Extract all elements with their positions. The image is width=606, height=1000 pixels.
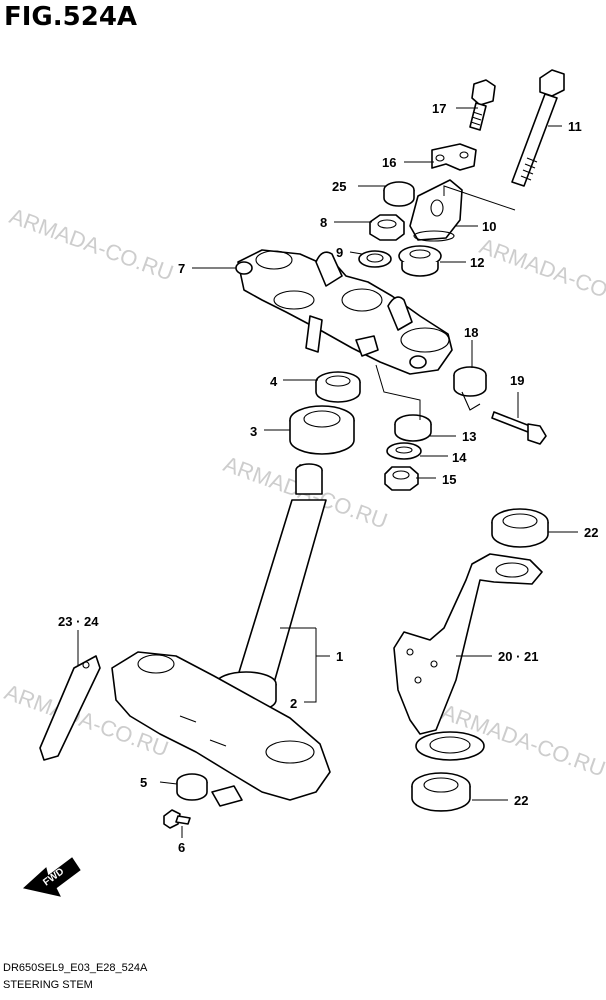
fwd-arrow: FWD — [22, 857, 81, 897]
callout-12: 12 — [470, 255, 484, 270]
callout-8: 8 — [320, 215, 327, 230]
cap-part — [383, 181, 415, 207]
callout-10: 10 — [482, 219, 496, 234]
callout-16: 16 — [382, 155, 396, 170]
small-bolt-part — [469, 79, 496, 131]
headlight-bracket-part — [393, 553, 543, 761]
long-bolt-part — [511, 69, 565, 187]
leader-lines — [77, 107, 578, 838]
washer-part — [358, 250, 392, 268]
callout-20-21: 20 · 21 — [498, 649, 538, 664]
grommet-part — [176, 773, 243, 807]
callout-22-lower: 22 — [514, 793, 528, 808]
footer: DR650SEL9_E03_E28_524A STEERING STEM — [3, 960, 147, 994]
callout-labels: 11 17 16 25 8 10 9 12 7 18 19 4 3 13 14 … — [58, 101, 598, 855]
figure-title: FIG.524A — [4, 2, 138, 32]
callout-7: 7 — [178, 261, 185, 276]
callout-18: 18 — [464, 325, 478, 340]
steering-stem-nut-part — [315, 371, 361, 403]
bearing-part — [289, 405, 355, 455]
watermark-text: ARMADA-CO.RU — [6, 203, 177, 285]
caption: STEERING STEM — [3, 979, 93, 991]
callout-13: 13 — [462, 429, 476, 444]
callout-25: 25 — [332, 179, 346, 194]
handlebar-clamp-upper-part — [431, 143, 477, 171]
callout-9: 9 — [336, 245, 343, 260]
callout-5: 5 — [140, 775, 147, 790]
grommet-upper-part — [491, 508, 549, 548]
grommet-lower-part — [411, 772, 471, 812]
model-code: DR650SEL9_E03_E28_524A — [3, 962, 148, 974]
callout-22-upper: 22 — [584, 525, 598, 540]
callout-14: 14 — [452, 450, 467, 465]
bolt-part — [491, 411, 547, 445]
callout-6: 6 — [178, 840, 185, 855]
callout-3: 3 — [250, 424, 257, 439]
nut-lower-part — [384, 466, 419, 491]
callout-23-24: 23 · 24 — [58, 614, 99, 629]
callout-2: 2 — [290, 696, 297, 711]
callout-1: 1 — [336, 649, 343, 664]
side-bracket-part — [39, 655, 101, 761]
cushion-part — [398, 245, 442, 277]
nut-part — [369, 214, 405, 241]
screw-part — [163, 809, 191, 829]
callout-19: 19 — [510, 373, 524, 388]
upper-bracket-part — [235, 249, 453, 375]
lower-bracket-part — [111, 651, 331, 801]
callout-17: 17 — [432, 101, 446, 116]
callout-4: 4 — [270, 374, 278, 389]
collar-part — [394, 414, 432, 442]
watermark-text: ARMADA-CO.RU — [476, 233, 606, 315]
clamp-part — [453, 366, 487, 411]
handlebar-holder-part — [409, 179, 516, 242]
callout-11: 11 — [568, 119, 582, 134]
washer-lower-part — [386, 442, 422, 460]
callout-15: 15 — [442, 472, 456, 487]
